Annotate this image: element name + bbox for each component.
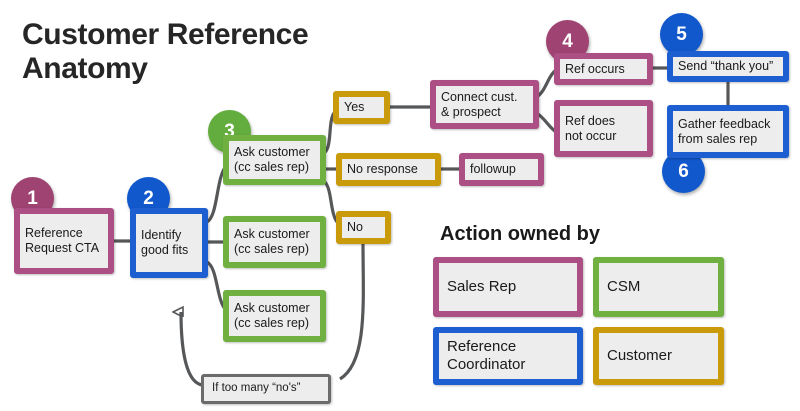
legend-title: Action owned by xyxy=(440,223,600,245)
node-send-thank-you[interactable]: Send “thank you” xyxy=(667,51,789,82)
node-ask-customer-2[interactable]: Ask customer (cc sales rep) xyxy=(223,216,326,268)
node-label: Connect cust. & prospect xyxy=(441,89,518,119)
legend-item-sales-rep: Sales Rep xyxy=(433,257,583,317)
node-yes[interactable]: Yes xyxy=(333,91,390,124)
node-if-too-many-nos[interactable]: If too many “no's” xyxy=(201,374,331,404)
node-no-response[interactable]: No response xyxy=(336,153,441,186)
legend-item-customer: Customer xyxy=(593,327,724,385)
node-ref-does-not-occur[interactable]: Ref does not occur xyxy=(554,100,653,157)
legend-item-label: Reference Coordinator xyxy=(447,338,526,373)
node-label: Send “thank you” xyxy=(678,59,774,74)
legend-item-reference-coordinator: Reference Coordinator xyxy=(433,327,583,385)
node-followup[interactable]: followup xyxy=(459,153,544,186)
node-ask-customer-3[interactable]: Ask customer (cc sales rep) xyxy=(223,290,326,342)
node-label: No response xyxy=(347,162,418,177)
legend-item-csm: CSM xyxy=(593,257,724,317)
node-label: Gather feedback from sales rep xyxy=(678,116,771,146)
node-label: Ref occurs xyxy=(565,61,625,76)
node-label: Ask customer (cc sales rep) xyxy=(234,301,310,330)
node-label: Ref does not occur xyxy=(565,113,617,143)
node-label: No xyxy=(347,220,363,235)
node-no[interactable]: No xyxy=(336,211,391,244)
node-ref-occurs[interactable]: Ref occurs xyxy=(554,53,653,85)
legend-item-label: Customer xyxy=(607,347,673,364)
node-reference-request-cta[interactable]: Reference Request CTA xyxy=(14,208,114,274)
node-label: If too many “no's” xyxy=(212,382,301,395)
node-label: Identify good fits xyxy=(141,228,189,257)
page-title: Customer Reference Anatomy xyxy=(22,18,309,85)
node-label: Reference Request CTA xyxy=(25,226,100,255)
node-connect-cust-prospect[interactable]: Connect cust. & prospect xyxy=(430,80,539,129)
node-gather-feedback[interactable]: Gather feedback from sales rep xyxy=(667,105,789,158)
node-identify-good-fits[interactable]: Identify good fits xyxy=(130,208,208,278)
node-ask-customer-1[interactable]: Ask customer (cc sales rep) xyxy=(223,135,326,185)
step-badge-5: 5 xyxy=(660,13,703,56)
node-label: Yes xyxy=(344,100,365,115)
node-label: followup xyxy=(470,162,516,177)
legend-item-label: CSM xyxy=(607,278,641,295)
node-label: Ask customer (cc sales rep) xyxy=(234,227,310,256)
node-label: Ask customer (cc sales rep) xyxy=(234,145,310,174)
legend-item-label: Sales Rep xyxy=(447,278,517,295)
